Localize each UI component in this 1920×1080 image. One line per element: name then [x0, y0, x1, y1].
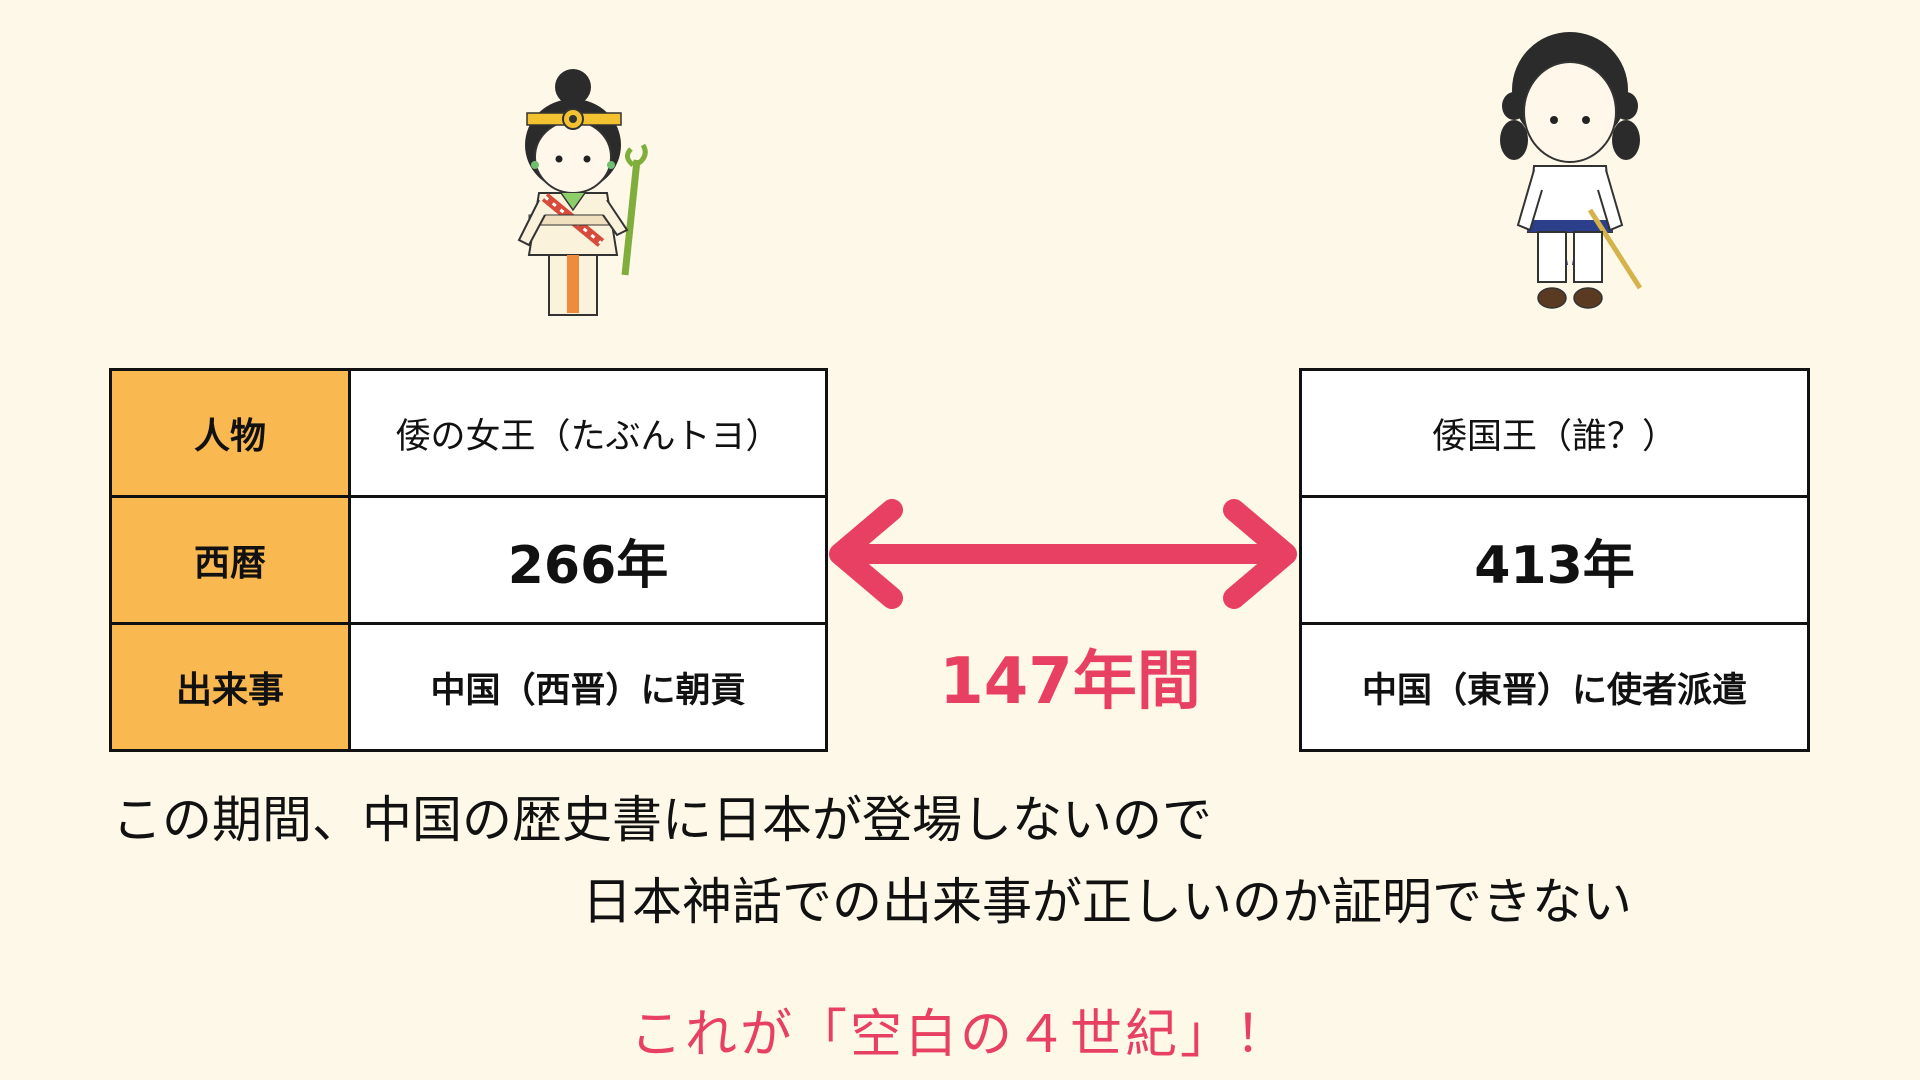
event-header: 出来事 [109, 622, 351, 752]
person-header: 人物 [109, 368, 351, 498]
queen-info-table: 人物 倭の女王（たぶんトヨ） 西暦 266年 出来事 中国（西晋）に朝貢 [109, 368, 828, 752]
queen-year-cell: 266年 [348, 495, 828, 625]
year-header: 西暦 [109, 495, 351, 625]
gap-years-label: 147年間 [939, 645, 1201, 719]
king-illustration [1500, 32, 1643, 309]
king-year-cell: 413年 [1299, 495, 1810, 625]
king-person-cell: 倭国王（誰？） [1299, 368, 1810, 498]
explanation-line-1: この期間、中国の歴史書に日本が登場しないので [112, 791, 1212, 849]
double-arrow-icon [829, 499, 1297, 609]
queen-person-cell: 倭の女王（たぶんトヨ） [348, 368, 828, 498]
queen-illustration [517, 69, 648, 316]
explanation-line-2: 日本神話での出来事が正しいのか証明できない [582, 873, 1632, 931]
king-event-cell: 中国（東晋）に使者派遣 [1299, 622, 1810, 752]
king-info-table: 倭国王（誰？） 413年 中国（東晋）に使者派遣 [1299, 368, 1810, 752]
queen-event-cell: 中国（西晋）に朝貢 [348, 622, 828, 752]
conclusion-text: これが「空白の４世紀」！ [629, 1005, 1290, 1065]
